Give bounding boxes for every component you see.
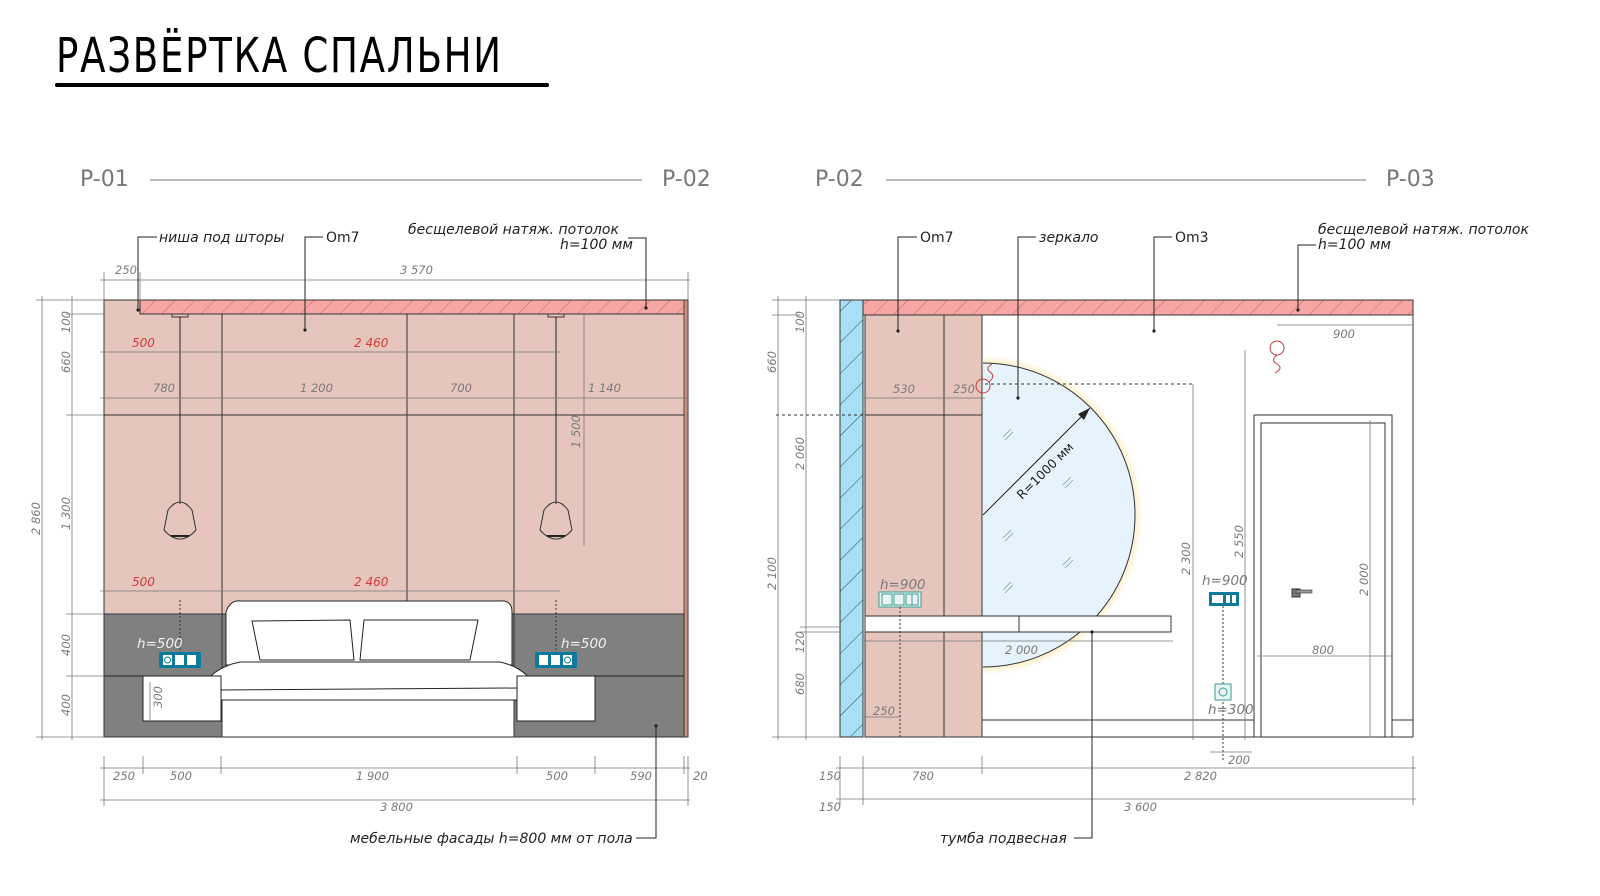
callout-ceiling-right-line2: h=100 мм — [1318, 237, 1391, 253]
callout-ceiling-line2: h=100 мм — [560, 237, 633, 253]
ceiling-strip — [139, 299, 689, 315]
section-mark-start-right: P-02 — [815, 167, 864, 192]
dim-r-b-2820: 2 820 — [1184, 769, 1217, 783]
dim-red-2460-top: 2 460 — [354, 336, 389, 350]
dim-r-120: 120 — [793, 631, 807, 653]
socket-left-height: h=500 — [137, 636, 183, 652]
callout-finish-om7: Om7 — [326, 230, 360, 246]
dim-r-900: 900 — [1333, 327, 1355, 341]
socket-low-height: h=300 — [1208, 702, 1254, 718]
door — [1253, 414, 1393, 738]
dim-b-500-r: 500 — [546, 769, 568, 783]
dim-1500: 1 500 — [569, 415, 583, 448]
dim-r-250: 250 — [953, 382, 975, 396]
dim-r-530: 530 — [893, 382, 915, 396]
dim-r-800: 800 — [1312, 643, 1334, 657]
dim-r-o-150: 150 — [819, 800, 841, 814]
bed — [199, 600, 539, 738]
dim-b-590: 590 — [630, 769, 652, 783]
pendant-lamp-right — [539, 313, 573, 540]
dim-660: 660 — [59, 351, 73, 373]
dim-b-250: 250 — [113, 769, 135, 783]
elevation-right: P-02 P-03 R=1000 мм — [765, 167, 1529, 847]
dim-r-2550: 2 550 — [1232, 525, 1246, 558]
callout-finish-om3: Om3 — [1175, 230, 1209, 246]
mirror-light — [975, 363, 994, 394]
dim-r-2000-vanity: 2 000 — [1005, 643, 1038, 657]
callout-ceiling-line1: бесщелевой натяж. потолок — [408, 222, 619, 238]
dim-r-100: 100 — [793, 311, 807, 333]
dim-1200: 1 200 — [300, 381, 333, 395]
dim-r-b-780: 780 — [912, 769, 934, 783]
section-mark-end: P-02 — [662, 167, 711, 192]
dim-red-500-bottom: 500 — [132, 575, 155, 589]
dim-r-660: 660 — [765, 351, 779, 373]
dim-r-b-150: 150 — [819, 769, 841, 783]
callout-mirror: зеркало — [1039, 230, 1099, 246]
socket-low — [1214, 683, 1232, 701]
nightstand-right — [516, 675, 596, 722]
switch-block — [1209, 592, 1239, 760]
glass-partition — [839, 299, 864, 738]
switch-height: h=900 — [1202, 573, 1248, 589]
dim-r-3600: 3 600 — [1124, 800, 1157, 814]
dim-red-500-top: 500 — [132, 336, 155, 350]
dim-red-2460-bottom: 2 460 — [354, 575, 389, 589]
dim-r-2300: 2 300 — [1179, 542, 1193, 575]
dim-r-2000-door: 2 000 — [1357, 563, 1371, 596]
elevation-left: P-01 P-02 — [29, 167, 711, 847]
mirror: R=1000 мм — [982, 355, 1143, 675]
dim-400-upper: 400 — [59, 634, 73, 656]
callout-vanity: тумба подвесная — [940, 831, 1067, 847]
dim-b-20: 20 — [693, 769, 708, 783]
socket-vanity-height: h=900 — [880, 577, 926, 593]
socket-block-vanity — [878, 591, 922, 737]
dim-b-1900: 1 900 — [356, 769, 389, 783]
dim-100: 100 — [59, 311, 73, 333]
callout-ceiling-right-line1: бесщелевой натяж. потолок — [1318, 222, 1529, 238]
title-underline — [55, 83, 549, 87]
dim-r-250-socket: 250 — [873, 704, 895, 718]
dim-r-680: 680 — [793, 673, 807, 695]
callout-facades: мебельные фасады h=800 мм от пола — [350, 831, 633, 847]
section-mark-start: P-01 — [80, 167, 129, 192]
socket-block-right — [535, 600, 577, 668]
pendant-lamp-left — [163, 313, 197, 540]
dim-r-200: 200 — [1228, 753, 1250, 767]
dim-b-500-l: 500 — [170, 769, 192, 783]
dim-r-2060: 2 060 — [793, 437, 807, 470]
callout-finish-om7-right: Om7 — [920, 230, 954, 246]
dim-400-lower: 400 — [59, 694, 73, 716]
page-title: РАЗВЁРТКА СПАЛЬНИ — [56, 28, 503, 84]
socket-right-height: h=500 — [561, 636, 607, 652]
dim-r-2100: 2 100 — [765, 557, 779, 590]
dim-1140: 1 140 — [588, 381, 621, 395]
wall-lamp — [1269, 340, 1285, 374]
dim-2860: 2 860 — [29, 502, 43, 535]
section-mark-end-right: P-03 — [1386, 167, 1435, 192]
dim-780: 780 — [153, 381, 175, 395]
dim-300: 300 — [151, 686, 165, 708]
dim-1300: 1 300 — [59, 497, 73, 530]
socket-block-left — [159, 600, 201, 668]
dim-700: 700 — [450, 381, 472, 395]
hanging-vanity — [864, 615, 1172, 633]
dim-3800: 3 800 — [380, 800, 413, 814]
nightstand-left — [142, 675, 222, 722]
dim-250: 250 — [115, 263, 137, 277]
wall-panels-om7 — [864, 314, 983, 738]
callout-curtain-niche: ниша под шторы — [159, 230, 284, 246]
dim-3570: 3 570 — [400, 263, 433, 277]
ceiling-strip-right — [862, 299, 1414, 316]
